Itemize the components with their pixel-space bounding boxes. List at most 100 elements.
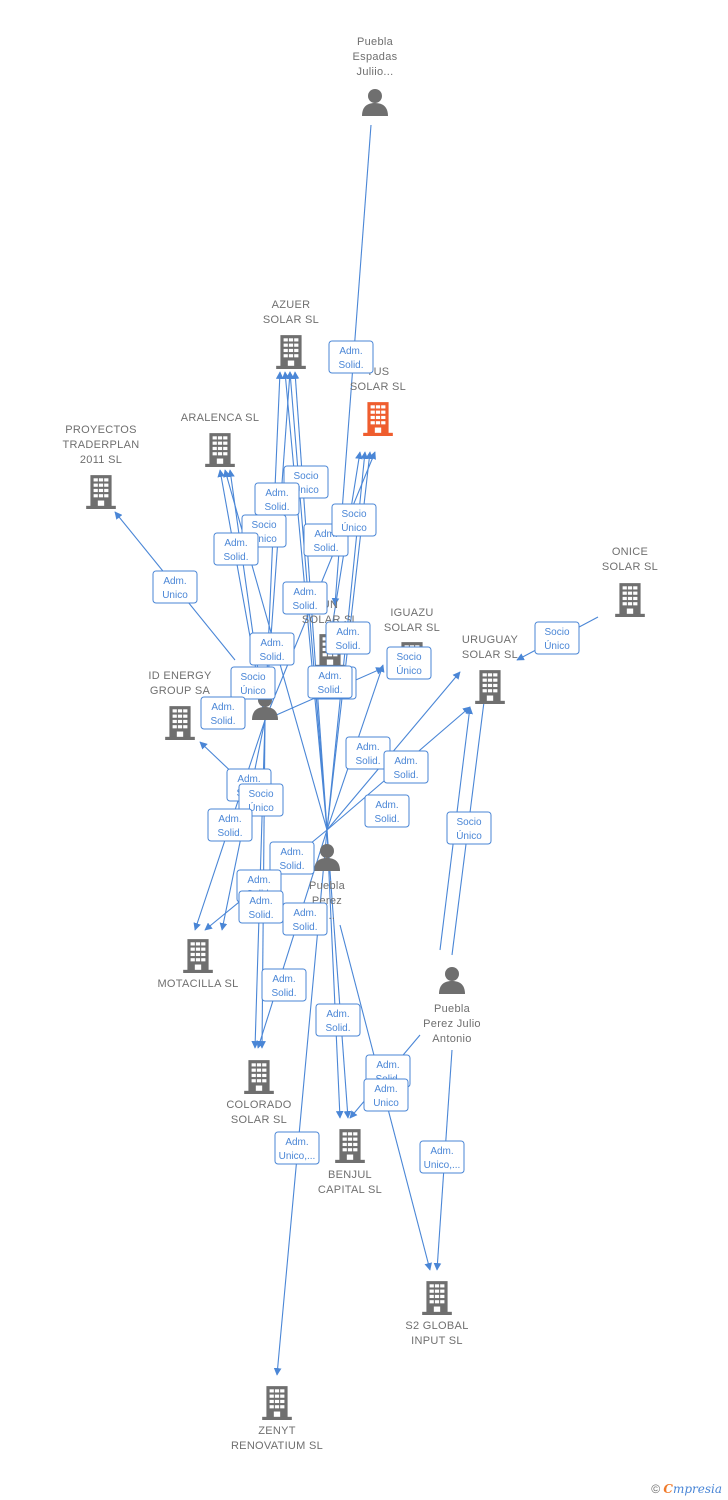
- edge-label[interactable]: Adm.Solid.: [315, 1003, 361, 1037]
- edge-label-box: [383, 750, 429, 784]
- brand-logo[interactable]: Cmpresia: [663, 1482, 722, 1496]
- edge-label-text: Adm.: [163, 576, 186, 587]
- node-label: MOTACILLA SL: [157, 978, 238, 990]
- edge-label-box: [328, 340, 374, 374]
- edge-label-box: [325, 621, 371, 655]
- edge-label[interactable]: Adm.Solid.: [207, 808, 253, 842]
- edge-label[interactable]: Adm.Solid.: [249, 632, 295, 666]
- edge-label-text: Adm.: [374, 1084, 397, 1095]
- edge-label[interactable]: Adm.Solid.: [307, 665, 353, 699]
- edge-label[interactable]: Adm.Solid.: [364, 794, 410, 828]
- footer-credit: © Cmpresia: [651, 1482, 722, 1496]
- edge-label[interactable]: Adm.Solid.: [269, 841, 315, 875]
- edge-label-text: Único: [396, 664, 422, 677]
- edge-label[interactable]: Adm.Solid.: [345, 736, 391, 770]
- node-label: Juliio...: [357, 66, 394, 78]
- edge-label[interactable]: Adm.Solid.: [328, 340, 374, 374]
- edge-label-box: [315, 1003, 361, 1037]
- edge-label-box: [534, 621, 580, 655]
- edge-label[interactable]: Adm.Solid.: [254, 482, 300, 516]
- edge-label-text: Adm.: [224, 538, 247, 549]
- edge-label[interactable]: Adm.Unico: [363, 1078, 409, 1112]
- building-icon: [422, 1281, 452, 1315]
- node-aralenca[interactable]: ARALENCA SL: [181, 412, 260, 467]
- edge-label-text: Socio: [248, 789, 273, 800]
- edge-label[interactable]: Adm.Solid.: [325, 621, 371, 655]
- edge-label[interactable]: Adm. Unico,...: [274, 1131, 320, 1165]
- edge-label-text: Unico,...: [424, 1160, 461, 1171]
- edge-label[interactable]: Adm.Unico,...: [419, 1140, 465, 1174]
- node-label: SOLAR SL: [384, 622, 440, 634]
- node-motacilla[interactable]: MOTACILLA SL: [157, 939, 238, 990]
- node-label: Perez Julio: [423, 1018, 481, 1030]
- edge-label-box: [152, 570, 198, 604]
- edge-label-text: Adm.: [285, 1137, 308, 1148]
- node-label: TRADERPLAN: [63, 439, 140, 451]
- edge-label-box: [261, 968, 307, 1002]
- edge-label-text: Adm.: [249, 896, 272, 907]
- edge-label-text: Solid.: [313, 543, 338, 554]
- edge-label[interactable]: Adm. Solid.: [200, 696, 246, 730]
- node-puebla-espadas[interactable]: PueblaEspadasJuliio...: [353, 36, 398, 116]
- edge-label[interactable]: Adm.Solid.: [261, 968, 307, 1002]
- edge-label-text: Adm.: [247, 875, 270, 886]
- edge-label-box: [230, 666, 276, 700]
- edge-label-text: Adm.: [293, 908, 316, 919]
- edge-label-text: Adm.: [211, 702, 234, 713]
- edge-label-text: Único: [293, 483, 319, 496]
- node-label: Antonio: [432, 1033, 471, 1045]
- edge-label[interactable]: Adm.Unico: [152, 570, 198, 604]
- building-icon: [205, 433, 235, 467]
- node-label: PROYECTOS: [65, 424, 137, 436]
- edge-label-text: Solid.: [223, 552, 248, 563]
- edge-label-text: Único: [240, 684, 266, 697]
- edge-connector: [326, 829, 344, 1119]
- edge-label-box: [307, 665, 353, 699]
- edge-label[interactable]: Adm.Solid.: [282, 581, 328, 615]
- edge-label-box: [419, 1140, 465, 1174]
- edge-label[interactable]: Adm. Solid.: [213, 532, 259, 566]
- edge-label[interactable]: Adm.Solid.: [383, 750, 429, 784]
- edge-label-text: Adm.: [218, 814, 241, 825]
- edge-labels-layer: Adm.Solid.SocioÚnicoAdm.Solid.SocioÚnico…: [152, 340, 580, 1174]
- node-label: Espadas: [353, 51, 398, 63]
- node-label: COLORADO: [226, 1099, 291, 1111]
- edge-label-box: [282, 581, 328, 615]
- edge-label-text: Adm.: [260, 638, 283, 649]
- edge-label-text: Solid.: [292, 601, 317, 612]
- edge-label-text: Solid.: [335, 641, 360, 652]
- node-label: ONICE: [612, 546, 648, 558]
- edge-label-box: [213, 532, 259, 566]
- edge-label-text: Socio: [396, 652, 421, 663]
- edge-label[interactable]: Adm. Solid.: [282, 902, 328, 936]
- edge-label-text: Solid.: [292, 922, 317, 933]
- edge-label[interactable]: Adm.Solid.: [238, 890, 284, 924]
- edge-label-box: [282, 902, 328, 936]
- edge-label-text: Solid.: [393, 770, 418, 781]
- edge-label-box: [207, 808, 253, 842]
- edge-connector: [326, 829, 352, 1119]
- edge-label-text: Socio: [240, 672, 265, 683]
- edge-label-text: Unico,...: [279, 1151, 316, 1162]
- edge-label-text: Solid.: [210, 716, 235, 727]
- edge-label-box: [446, 811, 492, 845]
